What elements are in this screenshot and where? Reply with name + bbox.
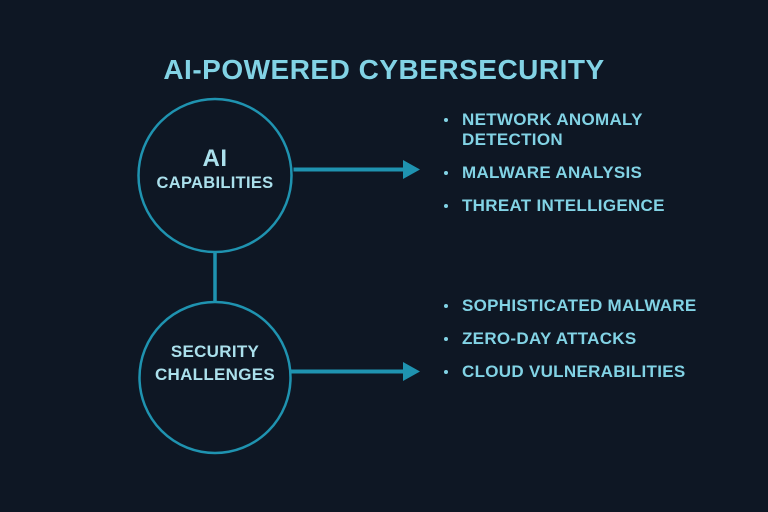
bullet-dot-icon: [444, 370, 448, 374]
list-item-label: ZERO-DAY ATTACKS: [462, 329, 637, 348]
arrow-right-icon-top: [293, 160, 420, 179]
list-item-label: MALWARE ANALYSIS: [462, 163, 643, 182]
node-ai-capabilities: AI CAPABILITIES: [105, 146, 325, 194]
node-security-challenges-line1: SECURITY: [170, 342, 260, 361]
list-item: ZERO-DAY ATTACKS: [444, 329, 744, 349]
node-ai-capabilities-line1: AI: [202, 145, 228, 172]
list-item-label: THREAT INTELLIGENCE: [462, 196, 665, 215]
node-security-challenges: SECURITY CHALLENGES: [105, 340, 325, 386]
bullet-dot-icon: [444, 171, 448, 175]
bullet-dot-icon: [444, 337, 448, 341]
list-item-label: CLOUD VULNERABILITIES: [462, 362, 686, 381]
page-title: AI-POWERED CYBERSECURITY: [163, 53, 605, 85]
list-item-label: NETWORK ANOMALY DETECTION: [462, 110, 643, 149]
list-item: NETWORK ANOMALY DETECTION: [444, 110, 744, 150]
bullet-dot-icon: [444, 118, 448, 122]
bullet-dot-icon: [444, 304, 448, 308]
arrow-right-icon-bottom: [290, 362, 420, 381]
list-item: THREAT INTELLIGENCE: [444, 196, 744, 216]
node-security-challenges-line2: CHALLENGES: [154, 365, 276, 384]
list-item: SOPHISTICATED MALWARE: [444, 296, 744, 316]
list-item-label: SOPHISTICATED MALWARE: [462, 296, 697, 315]
bullet-dot-icon: [444, 204, 448, 208]
capabilities-list: NETWORK ANOMALY DETECTION MALWARE ANALYS…: [444, 110, 744, 229]
node-ai-capabilities-line2: CAPABILITIES: [156, 174, 274, 192]
list-item: CLOUD VULNERABILITIES: [444, 362, 744, 382]
challenges-list: SOPHISTICATED MALWARE ZERO-DAY ATTACKS C…: [444, 296, 744, 395]
list-item: MALWARE ANALYSIS: [444, 163, 744, 183]
